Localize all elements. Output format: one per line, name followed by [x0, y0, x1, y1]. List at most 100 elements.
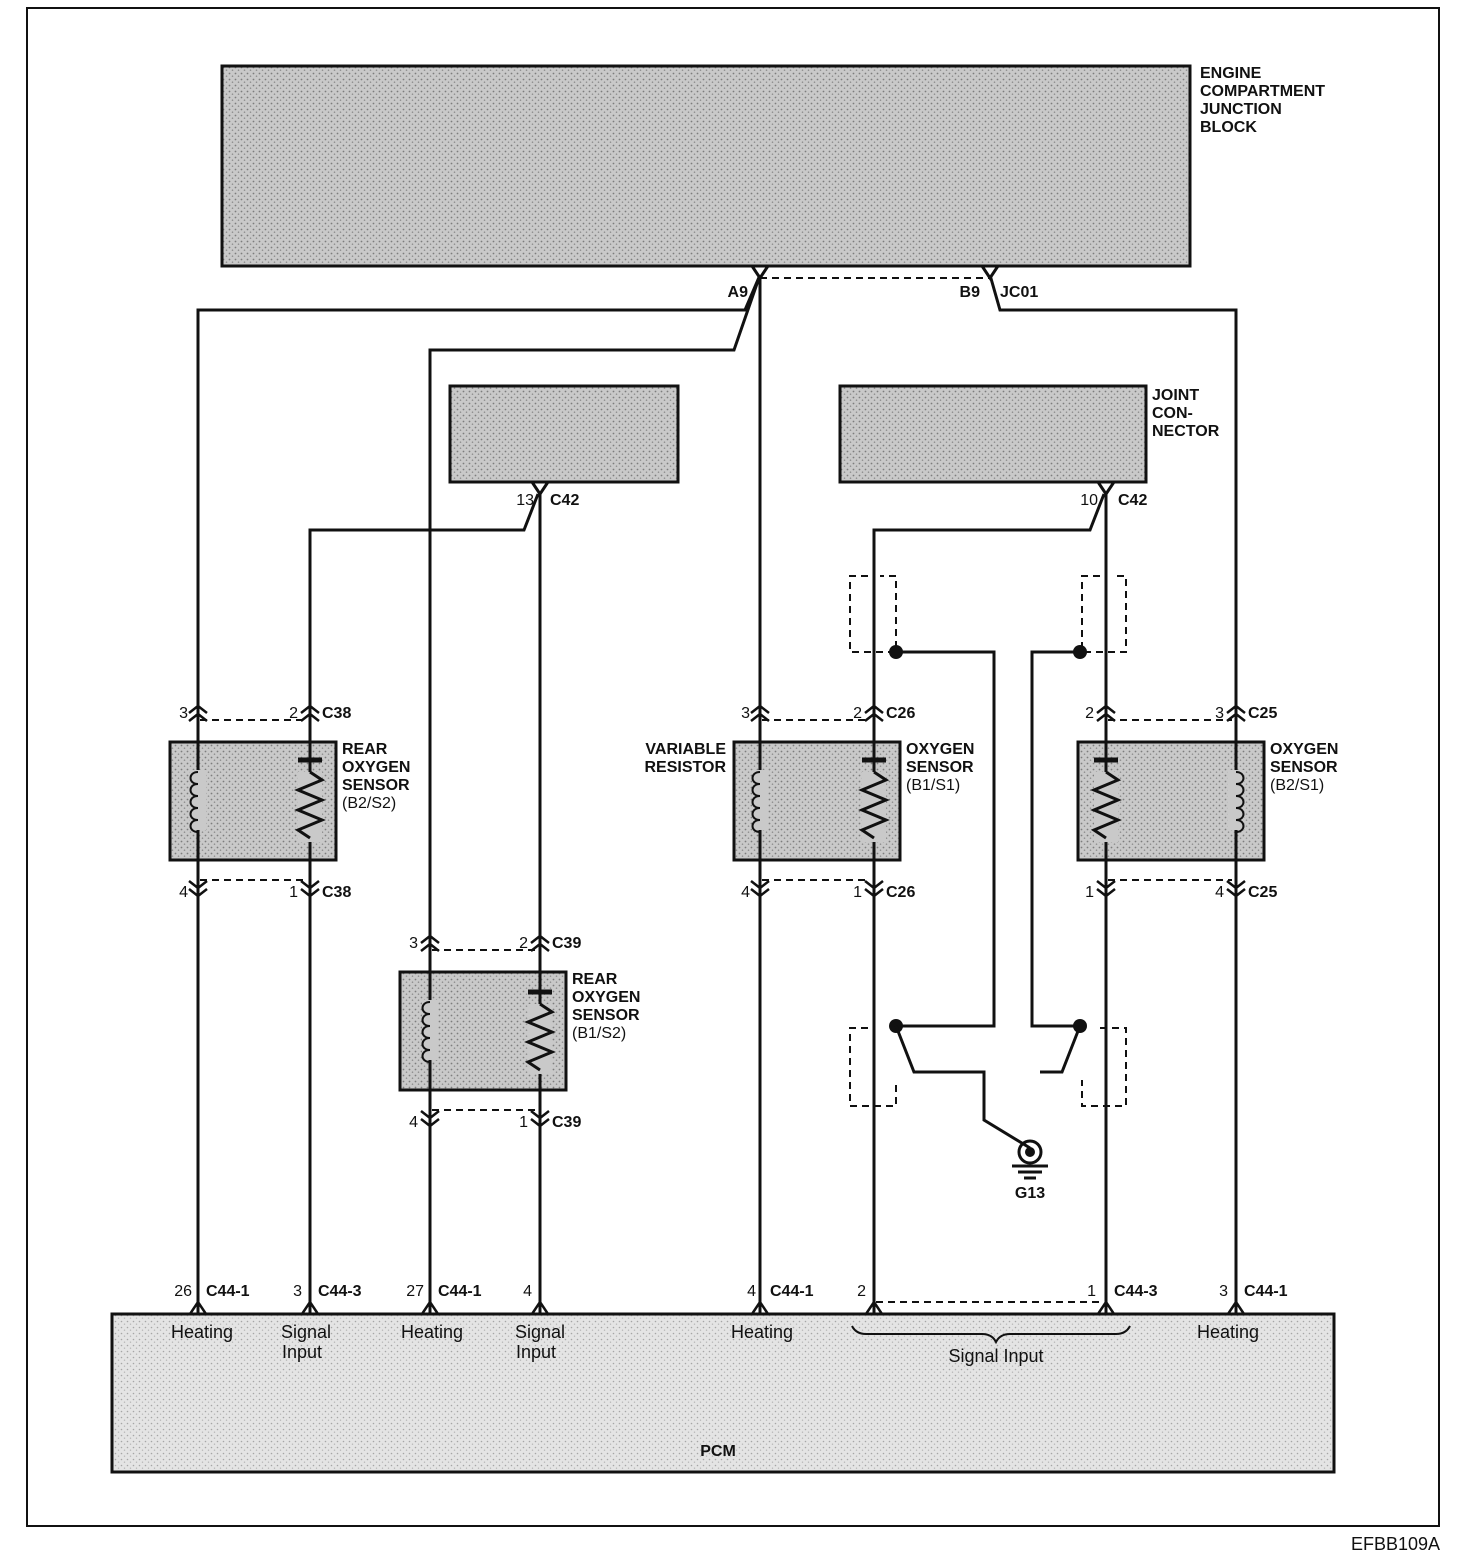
- label-a9: A9: [728, 284, 749, 301]
- svg-text:27: 27: [406, 1283, 424, 1300]
- pcm-terminal: [420, 1299, 440, 1315]
- label-g13: G13: [1015, 1185, 1045, 1202]
- splice-block-c42-left: [448, 384, 680, 484]
- connector-chevron: [530, 1118, 550, 1128]
- svg-text:1: 1: [1087, 1283, 1096, 1300]
- pcm-label: PCM: [700, 1443, 736, 1460]
- svg-text:Input: Input: [282, 1342, 322, 1362]
- svg-text:C44-1: C44-1: [1244, 1283, 1288, 1300]
- pin-labels: 3 2 4 1 3 2 4 1 3 2 4 1 2 3 1 4: [179, 705, 1224, 1131]
- label-c42-left: C42: [550, 492, 579, 509]
- connector-chevron: [864, 888, 884, 898]
- svg-text:4: 4: [741, 884, 750, 901]
- pcm-block: [110, 1312, 1336, 1474]
- svg-text:2: 2: [519, 935, 528, 952]
- svg-text:C44-1: C44-1: [438, 1283, 482, 1300]
- svg-text:Signal Input: Signal Input: [948, 1346, 1043, 1366]
- shield-upper-right: [1081, 575, 1127, 653]
- signal-input-brace: [851, 1325, 1131, 1345]
- pcm-terminal: [864, 1299, 884, 1315]
- svg-text:4: 4: [179, 884, 188, 901]
- svg-text:1: 1: [1085, 884, 1094, 901]
- connector-chevron: [188, 880, 208, 890]
- connector-chevron: [300, 888, 320, 898]
- shield-lower-right: [1081, 1027, 1127, 1107]
- wire-ground-right: [1040, 1025, 1082, 1074]
- svg-text:Heating: Heating: [731, 1322, 793, 1342]
- svg-text:1: 1: [289, 884, 298, 901]
- ecjb-label: ENGINE COMPARTMENT JUNCTION BLOCK: [1200, 65, 1329, 136]
- connector-chevron: [750, 880, 770, 890]
- joint-connector-label: JOINT CON- NECTOR: [1152, 387, 1220, 440]
- connector-chevron: [420, 942, 440, 952]
- connector-chevron: [1096, 712, 1116, 722]
- svg-text:3: 3: [1215, 705, 1224, 722]
- connector-chevron: [750, 712, 770, 722]
- svg-text:C25: C25: [1248, 884, 1277, 901]
- svg-text:Signal: Signal: [281, 1322, 331, 1342]
- pcm-pin-labels: 26 C44-1 3 C44-3 27 C44-1 4 4 C44-1 2 1 …: [174, 1283, 1287, 1300]
- label-b9: B9: [960, 284, 981, 301]
- svg-text:Heating: Heating: [171, 1322, 233, 1342]
- connector-chevron: [1226, 880, 1246, 890]
- connector-chevron: [750, 888, 770, 898]
- label-jc01: JC01: [1000, 284, 1038, 301]
- connector-chevron: [420, 934, 440, 944]
- svg-text:C44-3: C44-3: [1114, 1283, 1158, 1300]
- label-pin10: 10: [1080, 492, 1098, 509]
- svg-text:2: 2: [1085, 705, 1094, 722]
- svg-text:C44-3: C44-3: [318, 1283, 362, 1300]
- svg-text:C44-1: C44-1: [770, 1283, 814, 1300]
- pin-c42-10: [1096, 481, 1116, 497]
- wire-shield-right: [1030, 650, 1080, 1028]
- wire-b9-right: [988, 274, 1238, 700]
- connector-chevron: [530, 934, 550, 944]
- svg-text:C26: C26: [886, 884, 915, 901]
- svg-text:2: 2: [853, 705, 862, 722]
- svg-text:26: 26: [174, 1283, 192, 1300]
- rear-oxygen-sensor-b1s2: [398, 940, 568, 1314]
- connector-chevron: [1096, 880, 1116, 890]
- pcm-terminal: [1226, 1299, 1246, 1315]
- pcm-terminal: [750, 1299, 770, 1315]
- connector-chevron: [1226, 888, 1246, 898]
- shield-lower-left: [849, 1027, 897, 1107]
- svg-text:Input: Input: [516, 1342, 556, 1362]
- svg-text:3: 3: [179, 705, 188, 722]
- label-c42-right: C42: [1118, 492, 1147, 509]
- pcm-terminal: [300, 1299, 320, 1315]
- svg-text:2: 2: [857, 1283, 866, 1300]
- svg-text:3: 3: [1219, 1283, 1228, 1300]
- connector-chevron: [1226, 704, 1246, 714]
- connector-chevron: [1096, 888, 1116, 898]
- connector-chevron: [1096, 704, 1116, 714]
- ground-g13-icon: [1012, 1139, 1048, 1180]
- svg-text:Heating: Heating: [1197, 1322, 1259, 1342]
- connector-chevron: [188, 712, 208, 722]
- svg-text:C44-1: C44-1: [206, 1283, 250, 1300]
- pcm-terminal: [530, 1299, 550, 1315]
- svg-text:4: 4: [409, 1114, 418, 1131]
- wire-a9-mid: [428, 274, 762, 940]
- connector-chevron: [750, 704, 770, 714]
- pcm-function-labels: Heating Signal Input Heating Signal Inpu…: [171, 1322, 1259, 1366]
- oxygen-sensor-b2s1: [1076, 700, 1266, 1314]
- svg-text:1: 1: [519, 1114, 528, 1131]
- pin-b9: [980, 265, 1000, 281]
- svg-text:4: 4: [1215, 884, 1224, 901]
- connector-chevron: [530, 942, 550, 952]
- joint-connector: [838, 384, 1148, 484]
- connector-chevron: [188, 888, 208, 898]
- wire-a9-left: [196, 274, 762, 700]
- connector-chevron: [864, 712, 884, 722]
- svg-text:3: 3: [409, 935, 418, 952]
- svg-text:4: 4: [523, 1283, 532, 1300]
- pcm-terminal: [1096, 1299, 1116, 1315]
- connector-chevron: [300, 712, 320, 722]
- svg-text:3: 3: [293, 1283, 302, 1300]
- connector-chevron: [300, 880, 320, 890]
- figure-code: EFBB109A: [1351, 1534, 1440, 1554]
